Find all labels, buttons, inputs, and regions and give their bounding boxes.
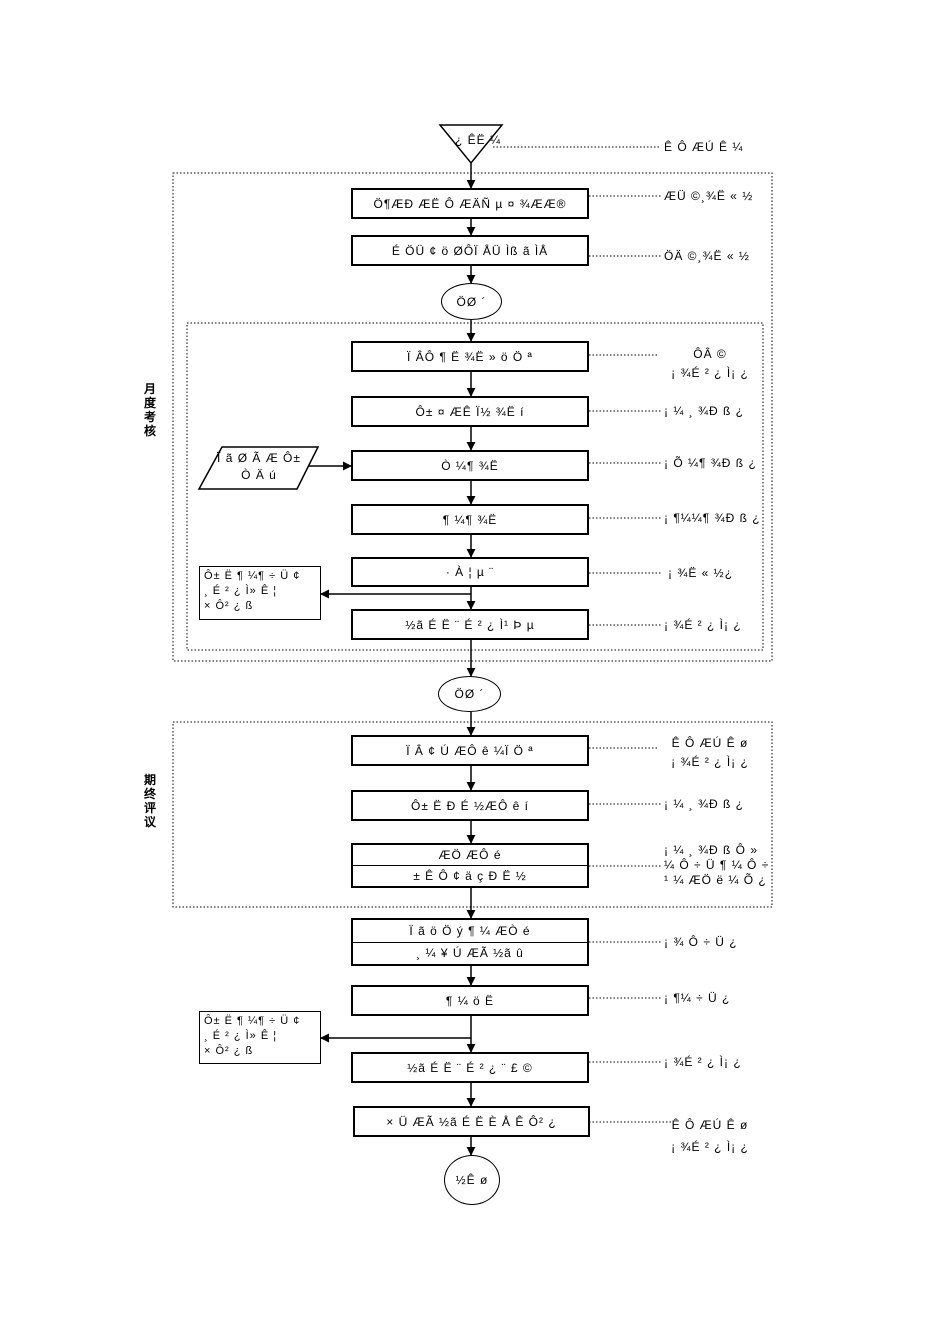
monthly-step-note: ¡ ¾É ² ¿ Ì¡ ¿	[664, 618, 742, 632]
note-line: ¡ ¼ ¸ ¾Ð ß Ô »	[664, 843, 759, 857]
final-step-note: Ê Ô ÆÚ Ê ø ¡ ¾É ² ¿ Ì¡ ¿	[640, 734, 780, 772]
doc-line: ¸ É ² ¿ Ì» Ê ¦	[204, 585, 278, 597]
final-output-doc: Ô± Ë ¶ ¼¶ ÷ Ü ¢ ¸ É ² ¿ Ì» Ê ¦ × Ô² ¿ ß	[199, 1011, 321, 1064]
end-circle: ½Ê ø	[444, 1155, 500, 1205]
start-triangle	[438, 124, 504, 165]
input-doc-line: Ï ã Ø Ã Æ Ô±	[217, 451, 301, 465]
final-step-box: Ï Â ¢ Ú ÆÔ ê ¼Ï Ö ª	[351, 735, 589, 766]
doc-line: Ô± Ë ¶ ¼¶ ÷ Ü ¢	[204, 570, 301, 582]
execute-oval: ÖØ ´	[438, 676, 501, 712]
monthly-step-box: Ô± ¤ ÆÊ Ï½ ¾Ë í	[351, 396, 589, 427]
review-note: ¡ ¼ ¸ ¾Ð ß Ô » ¼ Ô ÷ Ü ¶ ¼ Ô ÷ ¹ ¼ ÆÖ ë …	[664, 843, 769, 888]
step-box: É ÖÜ ¢ ö ØÔÏ ÅÜ Ìß ã ÌÅ	[351, 235, 589, 266]
monthly-step-box: · À ¦ µ ¨	[351, 557, 589, 587]
summary-line: Ï ã ö Ö ý ¶ ¼ ÆÒ é	[409, 923, 531, 938]
review-line: ÆÖ ÆÔ é	[438, 848, 502, 862]
input-doc-line: Ò Ä ú	[241, 468, 277, 482]
note-line: ÔÂ ©	[693, 347, 727, 361]
monthly-step-note: ÔÂ © ¡ ¾É ² ¿ Ì¡ ¿	[640, 345, 780, 383]
execute-oval: ÖØ ´	[441, 283, 502, 320]
monthly-step-box: ¶ ¼¶ ¾Ë	[351, 504, 589, 535]
step-note: ÖÄ ©¸¾Ë « ½	[664, 249, 750, 263]
input-parallelogram	[197, 446, 320, 490]
final-side-label: 期终评议	[143, 773, 156, 829]
note-line: ¹ ¼ ÆÖ ë ¼ Õ ¿	[664, 873, 767, 887]
input-doc-text: Ï ã Ø Ã Æ Ô± Ò Ä ú	[205, 450, 313, 484]
note-line: ¡ ¾É ² ¿ Ì¡ ¿	[671, 366, 749, 380]
note-line: ¡ ¾É ² ¿ Ì¡ ¿	[671, 1140, 749, 1154]
note-line: Ê Ô ÆÚ Ê ø	[671, 736, 749, 750]
final-step-box: Ô± Ë Ð É ½ÆÔ ê í	[351, 790, 589, 821]
review-line: ± Ê Ô ¢ ä ç Ð Ë ½	[353, 865, 587, 886]
note-line: ¡ ¾É ² ¿ Ì¡ ¿	[671, 755, 749, 769]
summary-line: ¸ ¼ ¥ Ú ÆÃ ½ã û	[353, 941, 587, 965]
monthly-outer-frame	[172, 172, 773, 662]
monthly-step-box: ½ã É Ë ¨ É ² ¿ Ì¹ Þ µ	[351, 609, 589, 640]
start-label: ¿ ÊË ¼	[455, 133, 502, 147]
step-note: ÆÜ ©¸¾Ë « ½	[664, 189, 754, 203]
monthly-step-note: ¡ Õ ¼¶ ¾Ð ß ¿	[664, 456, 757, 470]
issue-box: ½ã É Ë ¨ É ² ¿ ¨ £ ©	[351, 1052, 589, 1083]
summary-box: Ï ã ö Ö ý ¶ ¼ ÆÒ é ¸ ¼ ¥ Ú ÆÃ ½ã û	[351, 918, 589, 966]
approve-box: ¶ ¼ ö Ë	[351, 985, 589, 1016]
note-line: Ê Ô ÆÚ Ê ø	[671, 1118, 749, 1132]
step-box: Ö¶ÆÐ ÆË Ô ÆÄÑ µ ¤ ¾ÆÆ®	[351, 188, 589, 219]
approve-note: ¡ ¶¼ ÷ Ü ¿	[664, 991, 731, 1005]
doc-line: × Ô² ¿ ß	[204, 1045, 254, 1057]
archive-box: × Ü ÆÃ ½ã É Ë È Å Ê Ô² ¿	[353, 1106, 590, 1137]
monthly-step-note: ¡ ¶¼¼¶ ¾Ð ß ¿	[664, 511, 761, 525]
summary-note: ¡ ¾ Ô ÷ Ü ¿	[664, 935, 738, 949]
monthly-step-box: Ò ¼¶ ¾Ë	[351, 450, 589, 481]
monthly-side-label: 月度考核	[143, 382, 156, 438]
monthly-inner-frame	[186, 322, 764, 651]
final-step-note: ¡ ¼ ¸ ¾Ð ß ¿	[664, 797, 745, 811]
monthly-output-doc: Ô± Ë ¶ ¼¶ ÷ Ü ¢ ¸ É ² ¿ Ì» Ê ¦ × Ô² ¿ ß	[199, 566, 321, 620]
doc-line: Ô± Ë ¶ ¼¶ ÷ Ü ¢	[204, 1015, 301, 1027]
doc-line: × Ô² ¿ ß	[204, 600, 254, 612]
monthly-step-note: ¡ ¾Ë « ½¿	[668, 566, 734, 580]
archive-note: Ê Ô ÆÚ Ê ø ¡ ¾É ² ¿ Ì¡ ¿	[640, 1114, 780, 1158]
issue-note: ¡ ¾É ² ¿ Ì¡ ¿	[664, 1055, 742, 1069]
note-line: ¼ Ô ÷ Ü ¶ ¼ Ô ÷	[664, 858, 770, 872]
start-note: Ê Ô ÆÚ Ê ¼	[664, 140, 744, 154]
monthly-step-note: ¡ ¼ ¸ ¾Ð ß ¿	[664, 404, 745, 418]
monthly-step-box: Ï ÂÔ ¶ Ë ¾Ë » ö Ö ª	[351, 341, 589, 372]
review-box: ÆÖ ÆÔ é ± Ê Ô ¢ ä ç Ð Ë ½	[351, 843, 589, 888]
doc-line: ¸ É ² ¿ Ì» Ê ¦	[204, 1030, 278, 1042]
